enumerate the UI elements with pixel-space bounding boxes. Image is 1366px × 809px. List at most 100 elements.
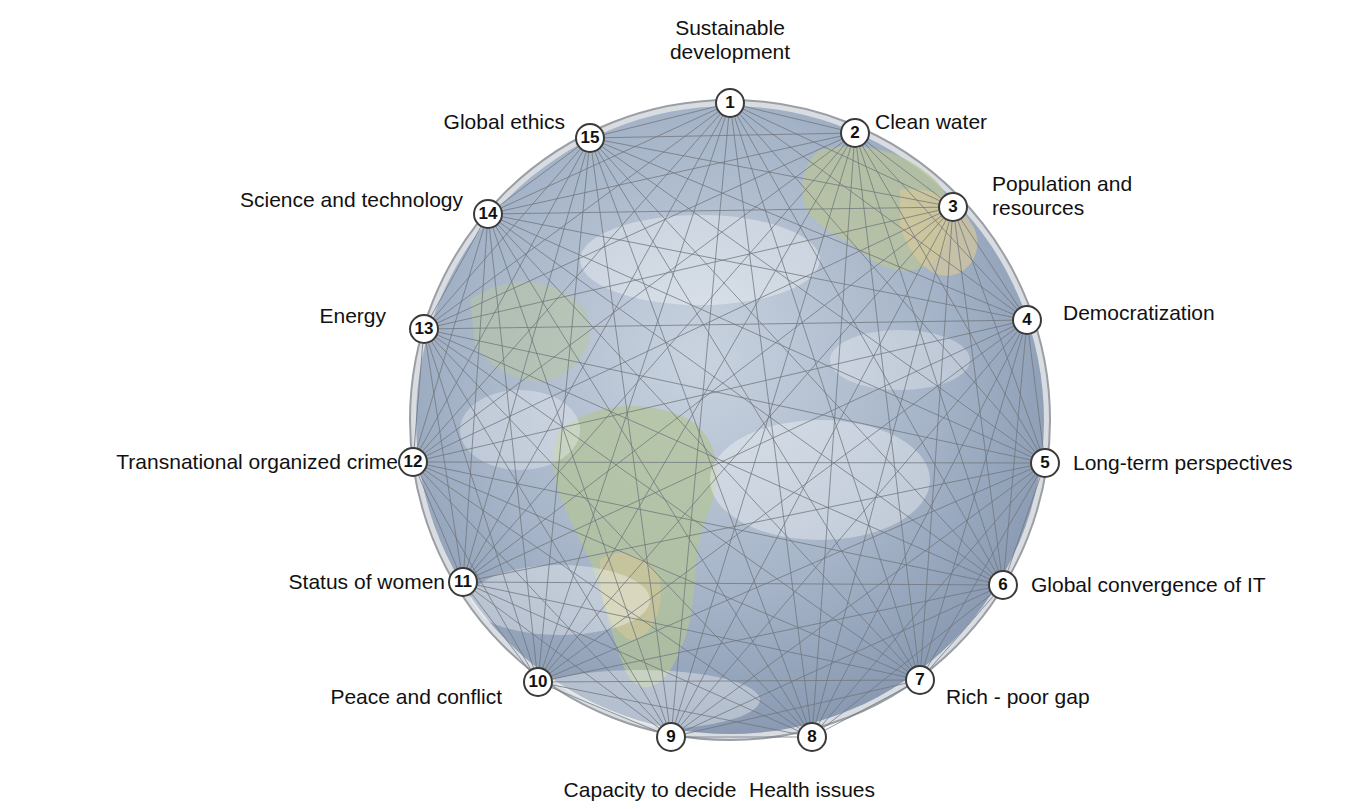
- link-line: [439, 320, 1012, 329]
- link-line: [477, 326, 1014, 575]
- link-line: [867, 142, 941, 198]
- link-line: [434, 149, 580, 317]
- topic-node: 12Transnational organized crime: [398, 447, 428, 477]
- topic-node: 14Science and technology: [473, 199, 503, 229]
- link-line: [502, 220, 1032, 457]
- link-line: [500, 147, 578, 205]
- link-line: [605, 107, 716, 135]
- link-line: [439, 332, 1031, 460]
- link-line: [598, 151, 912, 667]
- link-line: [685, 591, 990, 731]
- topic-label: Health issues: [749, 778, 875, 802]
- topic-label: Long-term perspectives: [1073, 451, 1292, 475]
- link-line: [475, 216, 941, 573]
- link-line: [737, 116, 995, 572]
- topic-label: Sustainable development: [665, 16, 795, 64]
- topic-node: 1Sustainable development: [715, 88, 745, 118]
- link-line: [472, 594, 529, 670]
- link-line: [600, 149, 993, 574]
- callout-number: 10: [525, 669, 551, 695]
- link-line: [675, 147, 850, 722]
- link-line: [732, 118, 810, 722]
- topic-node: 4Democratization: [1012, 305, 1042, 335]
- link-line: [857, 148, 918, 665]
- callout-number: 6: [990, 572, 1016, 598]
- link-line: [686, 737, 797, 738]
- link-line: [431, 227, 480, 316]
- link-line: [496, 227, 804, 724]
- topic-label: Global convergence of IT: [1031, 573, 1266, 597]
- link-line: [439, 210, 939, 325]
- topic-node: 13Energy: [409, 314, 439, 344]
- link-line: [825, 687, 906, 730]
- link-line: [605, 133, 840, 137]
- link-line: [672, 118, 728, 722]
- link-line: [860, 147, 999, 570]
- link-line: [490, 229, 537, 667]
- link-line: [427, 213, 940, 455]
- topic-node: 15Global ethics: [575, 123, 605, 153]
- callout-number: 7: [907, 667, 933, 693]
- topic-node: 2Clean water: [840, 118, 870, 148]
- topic-label: Clean water: [875, 110, 987, 134]
- link-line: [546, 146, 848, 669]
- link-line: [428, 465, 989, 582]
- link-line: [436, 112, 718, 320]
- globe-rim: [410, 100, 1050, 740]
- callout-number: 4: [1014, 307, 1040, 333]
- topic-node: 5Long-term perspectives: [1030, 448, 1060, 478]
- topic-label: Global ethics: [444, 110, 565, 134]
- link-line: [550, 329, 1015, 673]
- topic-label: Rich - poor gap: [946, 685, 1090, 709]
- link-line: [930, 596, 993, 668]
- link-line: [602, 147, 1033, 455]
- topic-node: 8Health issues: [797, 722, 827, 752]
- callout-number: 1: [717, 90, 743, 116]
- topic-node: 9Capacity to decide: [656, 722, 686, 752]
- callout-number: 12: [400, 449, 426, 475]
- topic-label: Population and resources: [992, 172, 1142, 220]
- topic-node: 7Rich - poor gap: [905, 665, 935, 695]
- topic-label: Democratization: [1063, 301, 1215, 325]
- topic-label: Science and technology: [240, 188, 463, 212]
- callout-number: 5: [1032, 450, 1058, 476]
- globe-sea: [416, 106, 1044, 734]
- link-line: [961, 220, 1019, 308]
- link-line: [595, 152, 807, 723]
- topic-node: 10Peace and conflict: [523, 667, 553, 697]
- link-line: [427, 468, 906, 674]
- link-line: [1029, 335, 1043, 448]
- callout-number: 13: [411, 316, 437, 342]
- callout-number: 3: [940, 194, 966, 220]
- link-line: [604, 144, 1013, 314]
- topic-label: Status of women: [289, 570, 445, 594]
- link-line: [467, 152, 586, 567]
- callout-number: 9: [658, 724, 684, 750]
- link-line: [543, 117, 726, 668]
- link-line: [475, 591, 659, 728]
- link-line: [927, 476, 1037, 667]
- link-line: [742, 112, 1015, 311]
- callout-number: 15: [577, 125, 603, 151]
- link-line: [605, 141, 939, 204]
- link-line: [745, 107, 841, 130]
- topic-label: Energy: [319, 304, 386, 328]
- topic-label: Capacity to decide: [564, 778, 737, 802]
- topic-node: 11Status of women: [448, 567, 478, 597]
- link-line: [552, 469, 1031, 676]
- link-line: [552, 688, 657, 732]
- link-line: [419, 476, 457, 568]
- link-line: [500, 223, 991, 576]
- topic-node: 6Global convergence of IT: [988, 570, 1018, 600]
- callout-number: 2: [842, 120, 868, 146]
- callout-number: 11: [450, 569, 476, 595]
- link-line: [1008, 477, 1040, 571]
- callout-number: 14: [475, 201, 501, 227]
- link-line: [414, 344, 423, 447]
- link-line: [478, 582, 988, 585]
- topic-label: Transnational organized crime: [116, 450, 398, 474]
- link-line: [428, 323, 1013, 458]
- link-line: [503, 136, 841, 211]
